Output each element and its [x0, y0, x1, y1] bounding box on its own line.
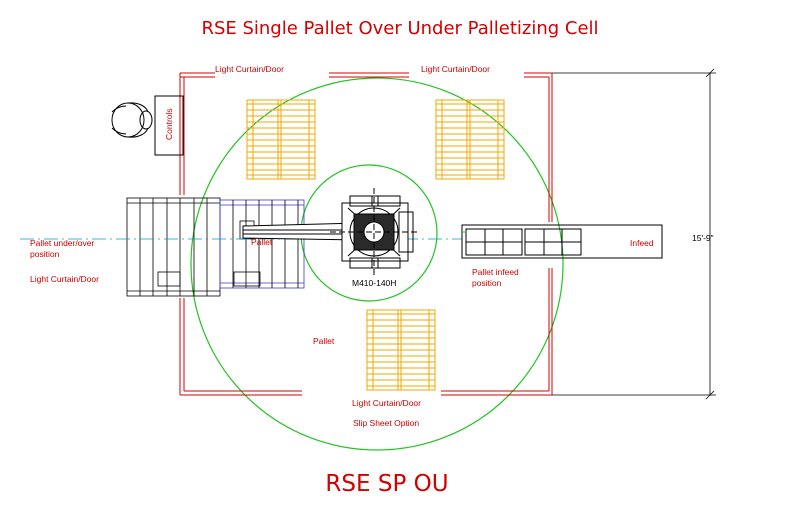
pallet-bottom	[366, 309, 436, 391]
controls-panel	[154, 95, 184, 156]
robot-model-label: M410-140H	[352, 278, 396, 288]
pallet-infeed-label-2: position	[472, 278, 502, 288]
pallet-under-over-label-1: Pallet under/over	[30, 238, 94, 248]
pallet-top-right	[435, 99, 505, 180]
pallet-bottom-label: Pallet	[313, 336, 335, 346]
slip-sheet-label: Slip Sheet Option	[353, 418, 419, 428]
safety-fence	[179, 72, 553, 396]
light-curtain-bottom-label: Light Curtain/Door	[352, 398, 421, 408]
over-under-conveyor	[126, 197, 305, 297]
light-curtain-top-right-label: Light Curtain/Door	[421, 64, 490, 74]
infeed-conveyor	[461, 224, 663, 259]
drawing-title: RSE Single Pallet Over Under Palletizing…	[201, 18, 598, 39]
light-curtain-left-label: Light Curtain/Door	[30, 274, 99, 284]
overall-dimension	[552, 68, 716, 400]
infeed-label: Infeed	[630, 238, 654, 248]
dimension-label: 15'-9"	[692, 233, 714, 243]
light-curtain-top-left-label: Light Curtain/Door	[215, 64, 284, 74]
drawing-footer: RSE SP OU	[325, 471, 448, 497]
conveyor-pallet-label: Pallet	[251, 237, 273, 247]
robot-m410-140h	[242, 188, 418, 276]
pallet-top-left	[246, 99, 316, 180]
robot-max-reach-circle	[190, 77, 564, 451]
pallet-infeed-label-1: Pallet infeed	[472, 267, 519, 277]
operator-station	[111, 95, 184, 156]
pallet-under-over-label-2: position	[30, 249, 60, 259]
controls-label: Controls	[164, 108, 174, 140]
